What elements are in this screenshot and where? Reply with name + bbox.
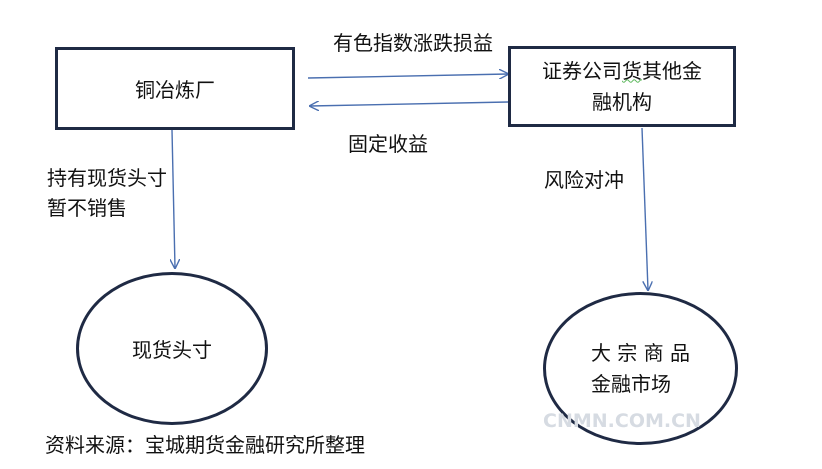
- arrow-smelter-to-spot: [172, 129, 175, 268]
- arrow-securities-to-market: [641, 127, 648, 290]
- market-label: 大 宗 商 品 金融市场: [591, 338, 690, 400]
- edge-label-hold-spot-line2: 暂不销售: [47, 196, 127, 220]
- arrow-smelter-to-securities: [307, 74, 508, 78]
- arrow-securities-to-smelter: [310, 102, 509, 106]
- securities-label-line2: 融机构: [592, 89, 652, 114]
- edge-label-hold-spot-line1: 持有现货头寸: [47, 166, 167, 190]
- edge-label-hold-spot: 持有现货头寸 暂不销售: [47, 163, 167, 223]
- securities-label-underlined: 货: [622, 58, 642, 83]
- spot-position-label: 现货头寸: [132, 338, 212, 362]
- market-ellipse: 大 宗 商 品 金融市场: [543, 292, 738, 445]
- securities-label-part2: 其他金: [642, 58, 702, 83]
- securities-label-part1: 证券公司: [542, 58, 622, 83]
- edge-label-risk-hedge: 风险对冲: [544, 168, 624, 192]
- edge-label-fixed-income: 固定收益: [348, 132, 428, 156]
- watermark-logo: CNMN.COM.CN: [543, 410, 701, 432]
- smelter-box: 铜冶炼厂: [55, 47, 295, 130]
- spot-position-ellipse: 现货头寸: [76, 272, 268, 425]
- securities-box: 证券公司货其他金 融机构: [508, 46, 736, 127]
- smelter-label: 铜冶炼厂: [135, 78, 215, 102]
- edge-label-index-pnl: 有色指数涨跌损益: [333, 31, 493, 55]
- securities-label: 证券公司货其他金 融机构: [542, 56, 702, 118]
- source-note: 资料来源：宝城期货金融研究所整理: [45, 433, 365, 457]
- market-label-line2: 金融市场: [590, 371, 671, 396]
- market-label-line1: 大 宗 商 品: [590, 340, 691, 365]
